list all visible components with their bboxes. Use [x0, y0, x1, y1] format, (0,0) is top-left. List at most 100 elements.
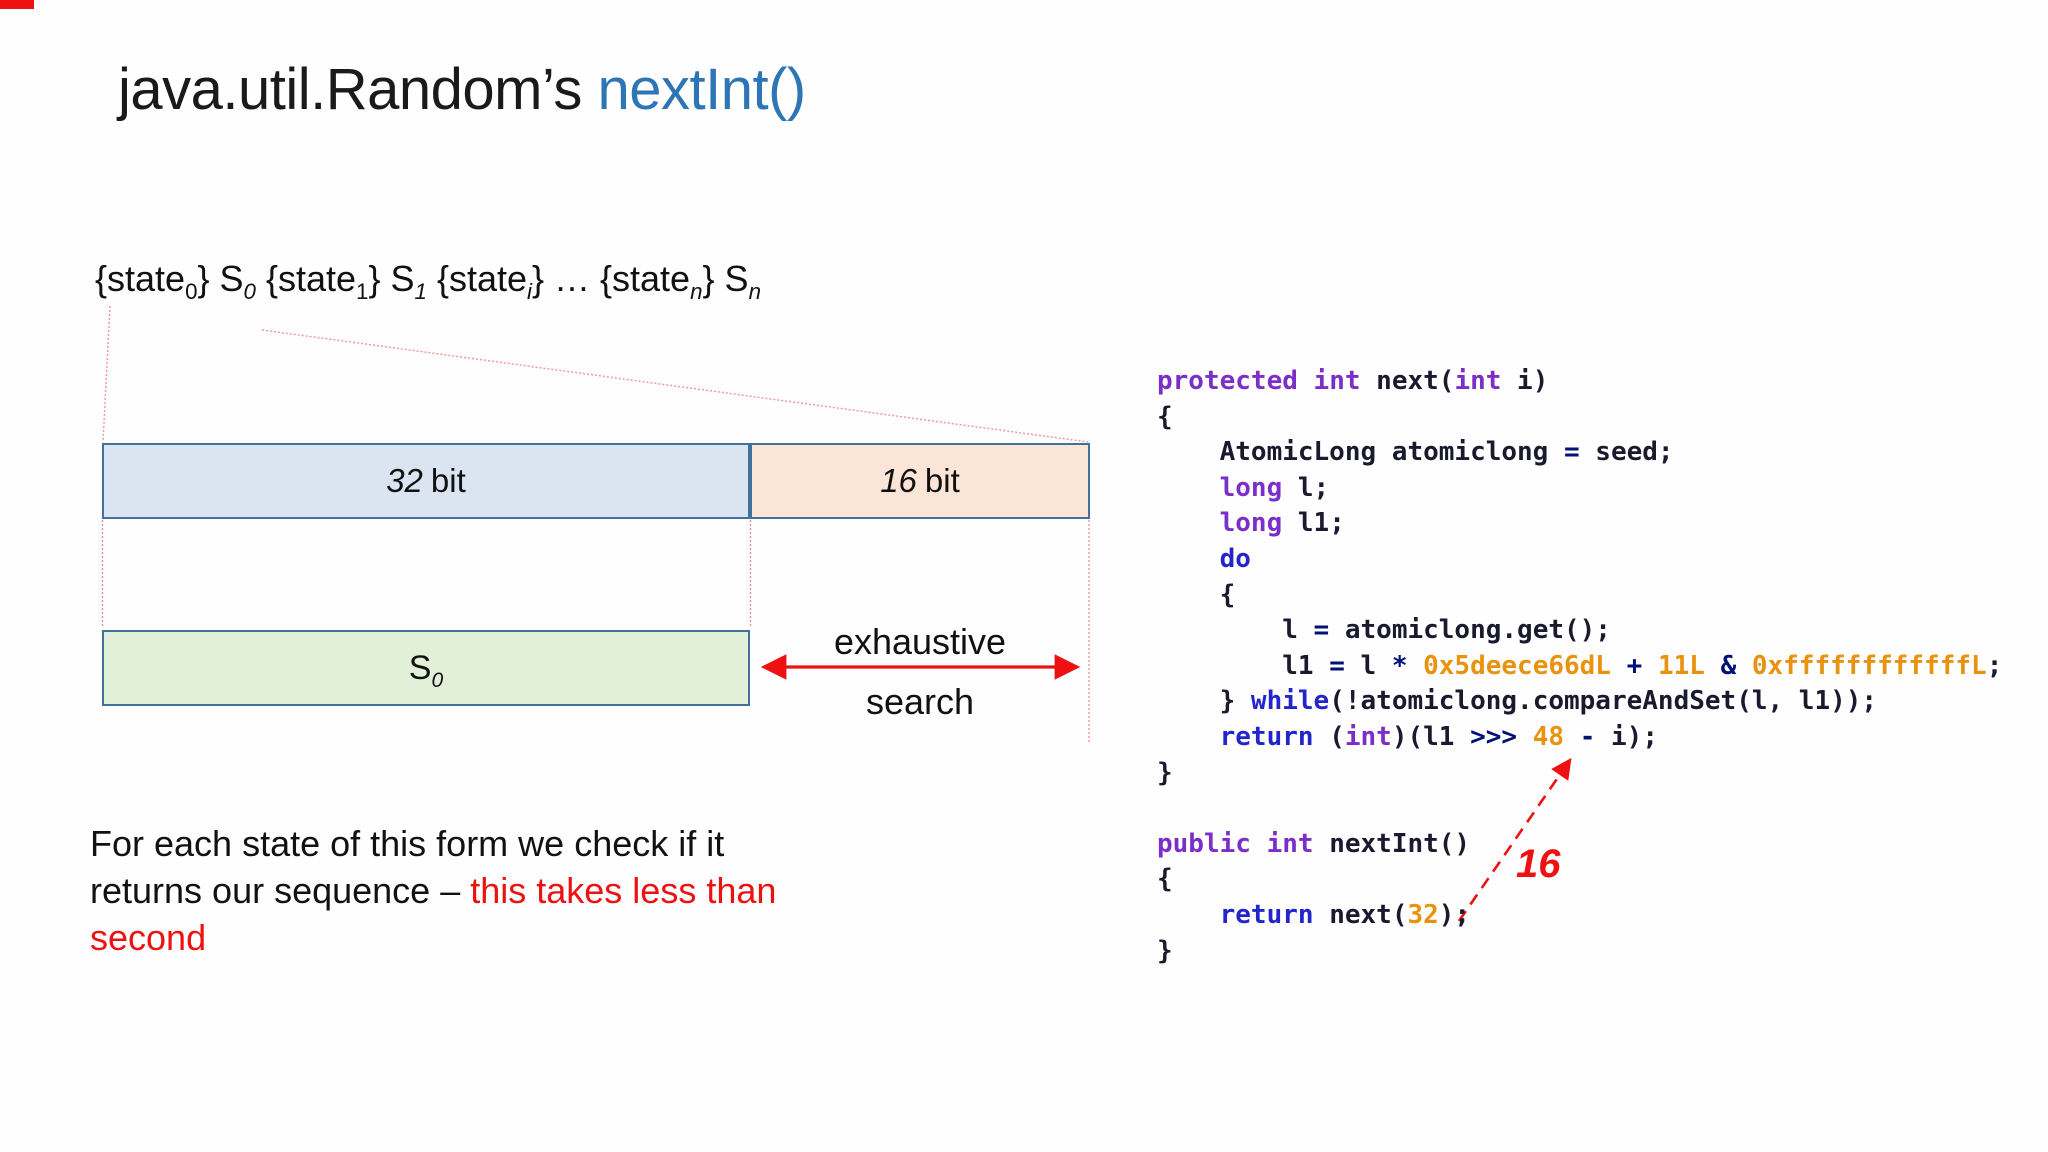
- code-line: }: [1157, 934, 2002, 970]
- shift-amount-label: 16: [1516, 842, 1561, 886]
- code-token: [1157, 722, 1220, 752]
- formula-part: } S: [702, 258, 749, 299]
- formula-part: n: [748, 279, 761, 305]
- code-token: while: [1250, 686, 1330, 717]
- formula-part: } S: [368, 258, 415, 299]
- code-token: return: [1219, 899, 1314, 930]
- code-token: {: [1157, 864, 1173, 895]
- code-line: public int nextInt(): [1157, 827, 2002, 863]
- code-line: [1157, 791, 2002, 827]
- code-line: {: [1157, 400, 2002, 436]
- code-token: 48: [1532, 721, 1565, 752]
- formula-part: 1: [356, 279, 369, 305]
- code-token: int: [1313, 366, 1361, 396]
- page-title: java.util.Random’s nextInt(): [118, 56, 806, 123]
- code-line: long l1;: [1157, 506, 2002, 542]
- code-token: AtomicLong atomiclong: [1157, 437, 1564, 468]
- bit32-unit: bit: [430, 462, 466, 499]
- code-token: [1298, 366, 1314, 396]
- code-token: ;: [1986, 650, 2003, 681]
- code-token: public: [1157, 828, 1251, 859]
- code-line: l = atomiclong.get();: [1157, 613, 2002, 649]
- formula-part: } S: [197, 258, 244, 299]
- exhaustive-search-label: exhaustive search: [750, 612, 1090, 732]
- code-line: } while(!atomiclong.compareAndSet(l, l1)…: [1157, 684, 2002, 720]
- code-token: [1705, 651, 1721, 681]
- code-token: nextInt(): [1313, 828, 1471, 859]
- code-token: [1642, 651, 1658, 681]
- code-token: seed;: [1579, 437, 1674, 468]
- code-token: -: [1579, 721, 1596, 752]
- exhaustive-search-line1: exhaustive: [833, 621, 1007, 662]
- code-token: *: [1391, 650, 1408, 681]
- top-left-red-marker: [0, 0, 34, 9]
- code-token: l;: [1282, 472, 1330, 503]
- code-token: [1564, 722, 1580, 752]
- bit32-number: 32: [386, 462, 423, 499]
- code-token: +: [1626, 650, 1643, 681]
- code-line: protected int next(int i): [1157, 364, 2002, 400]
- code-line: {: [1157, 578, 2002, 614]
- code-token: [1157, 508, 1220, 538]
- code-token: 0x5deece66dL: [1423, 650, 1611, 681]
- code-token: l: [1344, 650, 1392, 681]
- code-token: int: [1344, 721, 1392, 752]
- title-blue-part: nextInt(): [597, 57, 806, 122]
- code-token: atomiclong.get();: [1329, 615, 1611, 646]
- code-line: return next(32);: [1157, 898, 2002, 934]
- code-line: l1 = l * 0x5deece66dL + 11L & 0xffffffff…: [1157, 649, 2002, 685]
- formula-part: i: [527, 279, 532, 305]
- code-token: int: [1266, 828, 1314, 859]
- code-token: >>>: [1470, 721, 1518, 752]
- formula-part: {state: [95, 258, 186, 299]
- code-token: }: [1157, 686, 1251, 717]
- code-token: next(: [1313, 899, 1408, 930]
- code-token: }: [1157, 935, 1173, 966]
- code-token: }: [1157, 757, 1173, 788]
- code-token: [1157, 544, 1220, 574]
- bit16-unit: bit: [924, 462, 960, 499]
- code-token: long: [1219, 508, 1283, 539]
- code-token: l1;: [1282, 508, 1345, 539]
- code-token: [1407, 651, 1423, 681]
- s0-box: S0: [102, 630, 750, 706]
- code-token: l1: [1157, 650, 1330, 681]
- code-token: {: [1157, 401, 1173, 432]
- code-token: (!atomiclong.compareAndSet(l, l1));: [1329, 686, 1878, 717]
- code-token: [1517, 722, 1533, 752]
- title-black-part: java.util.Random’s: [118, 57, 598, 122]
- code-token: 11L: [1657, 650, 1705, 681]
- formula-part: } … {state: [531, 258, 691, 299]
- code-token: (: [1313, 721, 1345, 752]
- code-token: do: [1219, 543, 1251, 574]
- code-token: return: [1219, 721, 1314, 752]
- code-token: int: [1454, 366, 1502, 396]
- code-token: =: [1313, 615, 1330, 646]
- code-token: =: [1564, 437, 1580, 468]
- code-token: [1157, 473, 1220, 503]
- code-token: [1611, 651, 1627, 681]
- explanation-paragraph: For each state of this form we check if …: [90, 820, 870, 961]
- code-token: next(: [1360, 366, 1455, 396]
- s0-label: S0: [408, 648, 444, 692]
- code-token: l: [1157, 615, 1314, 646]
- callout-line-left: [102, 305, 111, 443]
- code-token: protected: [1157, 366, 1298, 396]
- code-line: do: [1157, 542, 2002, 578]
- formula-part: 0: [243, 279, 256, 305]
- code-token: 32: [1407, 899, 1439, 930]
- code-line: {: [1157, 862, 2002, 898]
- code-line: long l;: [1157, 471, 2002, 507]
- shift-amount-arrow: [1457, 757, 1572, 922]
- code-token: )(l1: [1391, 721, 1471, 752]
- formula-part: {state: [426, 258, 528, 299]
- code-line: AtomicLong atomiclong = seed;: [1157, 435, 2002, 471]
- paragraph-black-text: For each state of this form we check if …: [90, 823, 725, 911]
- exhaustive-search-line2: search: [865, 681, 975, 722]
- code-token: [1736, 651, 1752, 681]
